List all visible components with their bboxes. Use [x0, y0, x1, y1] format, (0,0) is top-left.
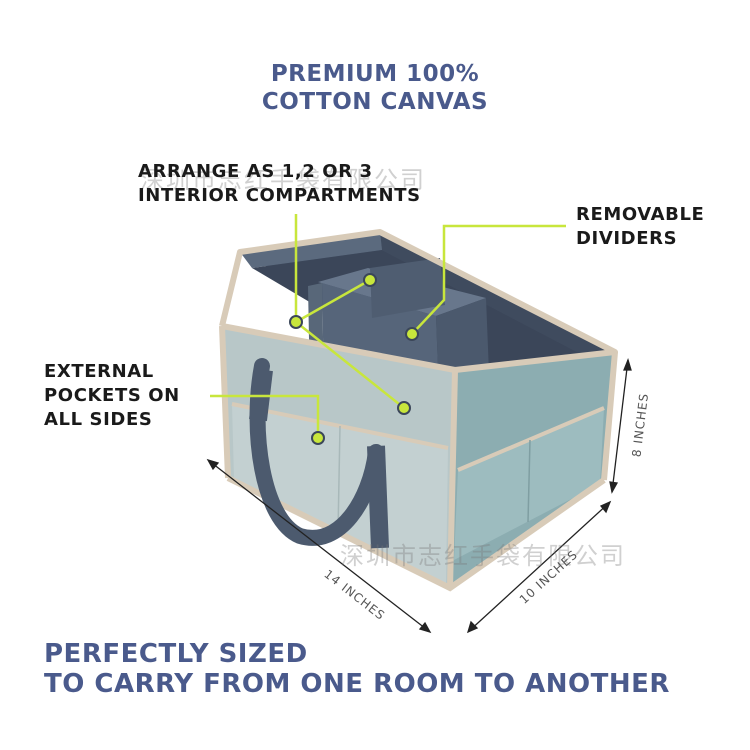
callout-compartments-line-1: ARRANGE AS 1,2 OR 3	[138, 161, 373, 182]
left-corner-trim	[219, 325, 231, 479]
front-corner-trim	[447, 369, 458, 589]
right-corner-trim	[601, 351, 618, 481]
callout-pockets-line-2: POCKETS ON	[44, 385, 180, 406]
footer-line-1: PERFECTLY SIZED	[44, 639, 308, 669]
divider-back-panel	[370, 258, 445, 318]
callout-pockets: EXTERNAL POCKETS ON ALL SIDES	[44, 360, 180, 432]
footer-line-2: TO CARRY FROM ONE ROOM TO ANOTHER	[44, 669, 670, 699]
width-arrow	[467, 501, 611, 633]
bag-inner-left-wall	[240, 232, 382, 268]
watermark-top: 深圳市志红手袋有限公司	[140, 166, 426, 194]
callout-dot-back	[363, 273, 377, 287]
callout-dot-center	[289, 315, 303, 329]
dimension-arrows	[206, 358, 632, 634]
callout-dot-pocket	[311, 431, 325, 445]
headline-line-1: PREMIUM 100%	[270, 61, 480, 87]
callout-pockets-line-1: EXTERNAL	[44, 361, 154, 382]
front-pocket-seam	[337, 425, 341, 533]
callout-line-pockets	[210, 394, 320, 438]
callout-pockets-line-3: ALL SIDES	[44, 409, 153, 430]
width-arrow-head-start	[466, 620, 479, 634]
callout-dividers-line-2: DIVIDERS	[576, 228, 678, 249]
callout-lines	[210, 214, 566, 438]
callout-dividers-line-1: REMOVABLE	[576, 204, 705, 225]
right-pocket-seam	[527, 439, 531, 523]
width-arrow-head-end	[599, 500, 612, 514]
callout-line-compartments-b	[295, 321, 405, 409]
callout-dividers: REMOVABLE DIVIDERS	[576, 203, 704, 251]
headline-line-2: COTTON CANVAS	[261, 89, 489, 115]
length-arrow-head-start	[206, 458, 220, 471]
callout-line-compartments-a	[295, 278, 371, 324]
callout-line-dividers	[411, 224, 566, 335]
height-arrow	[611, 359, 629, 493]
length-arrow-head-end	[418, 621, 432, 634]
front-pocket	[232, 404, 448, 584]
bag-handle	[249, 358, 384, 546]
length-arrow	[207, 459, 431, 633]
callout-dot-divider	[405, 327, 419, 341]
callout-dot-front	[397, 401, 411, 415]
callout-dots	[289, 273, 419, 445]
bag-top-rim	[219, 229, 618, 373]
height-arrow-head-end	[609, 481, 619, 494]
handle-strap-right	[367, 445, 389, 549]
height-arrow-head-start	[623, 358, 632, 371]
watermark-bottom: 深圳市志红手袋有限公司	[340, 542, 626, 570]
callout-compartments-line-2: INTERIOR COMPARTMENTS	[138, 185, 421, 206]
right-pocket-trim	[457, 406, 605, 472]
callout-compartments: ARRANGE AS 1,2 OR 3 INTERIOR COMPARTMENT…	[138, 160, 421, 208]
bag-bottom-trim	[226, 475, 606, 592]
